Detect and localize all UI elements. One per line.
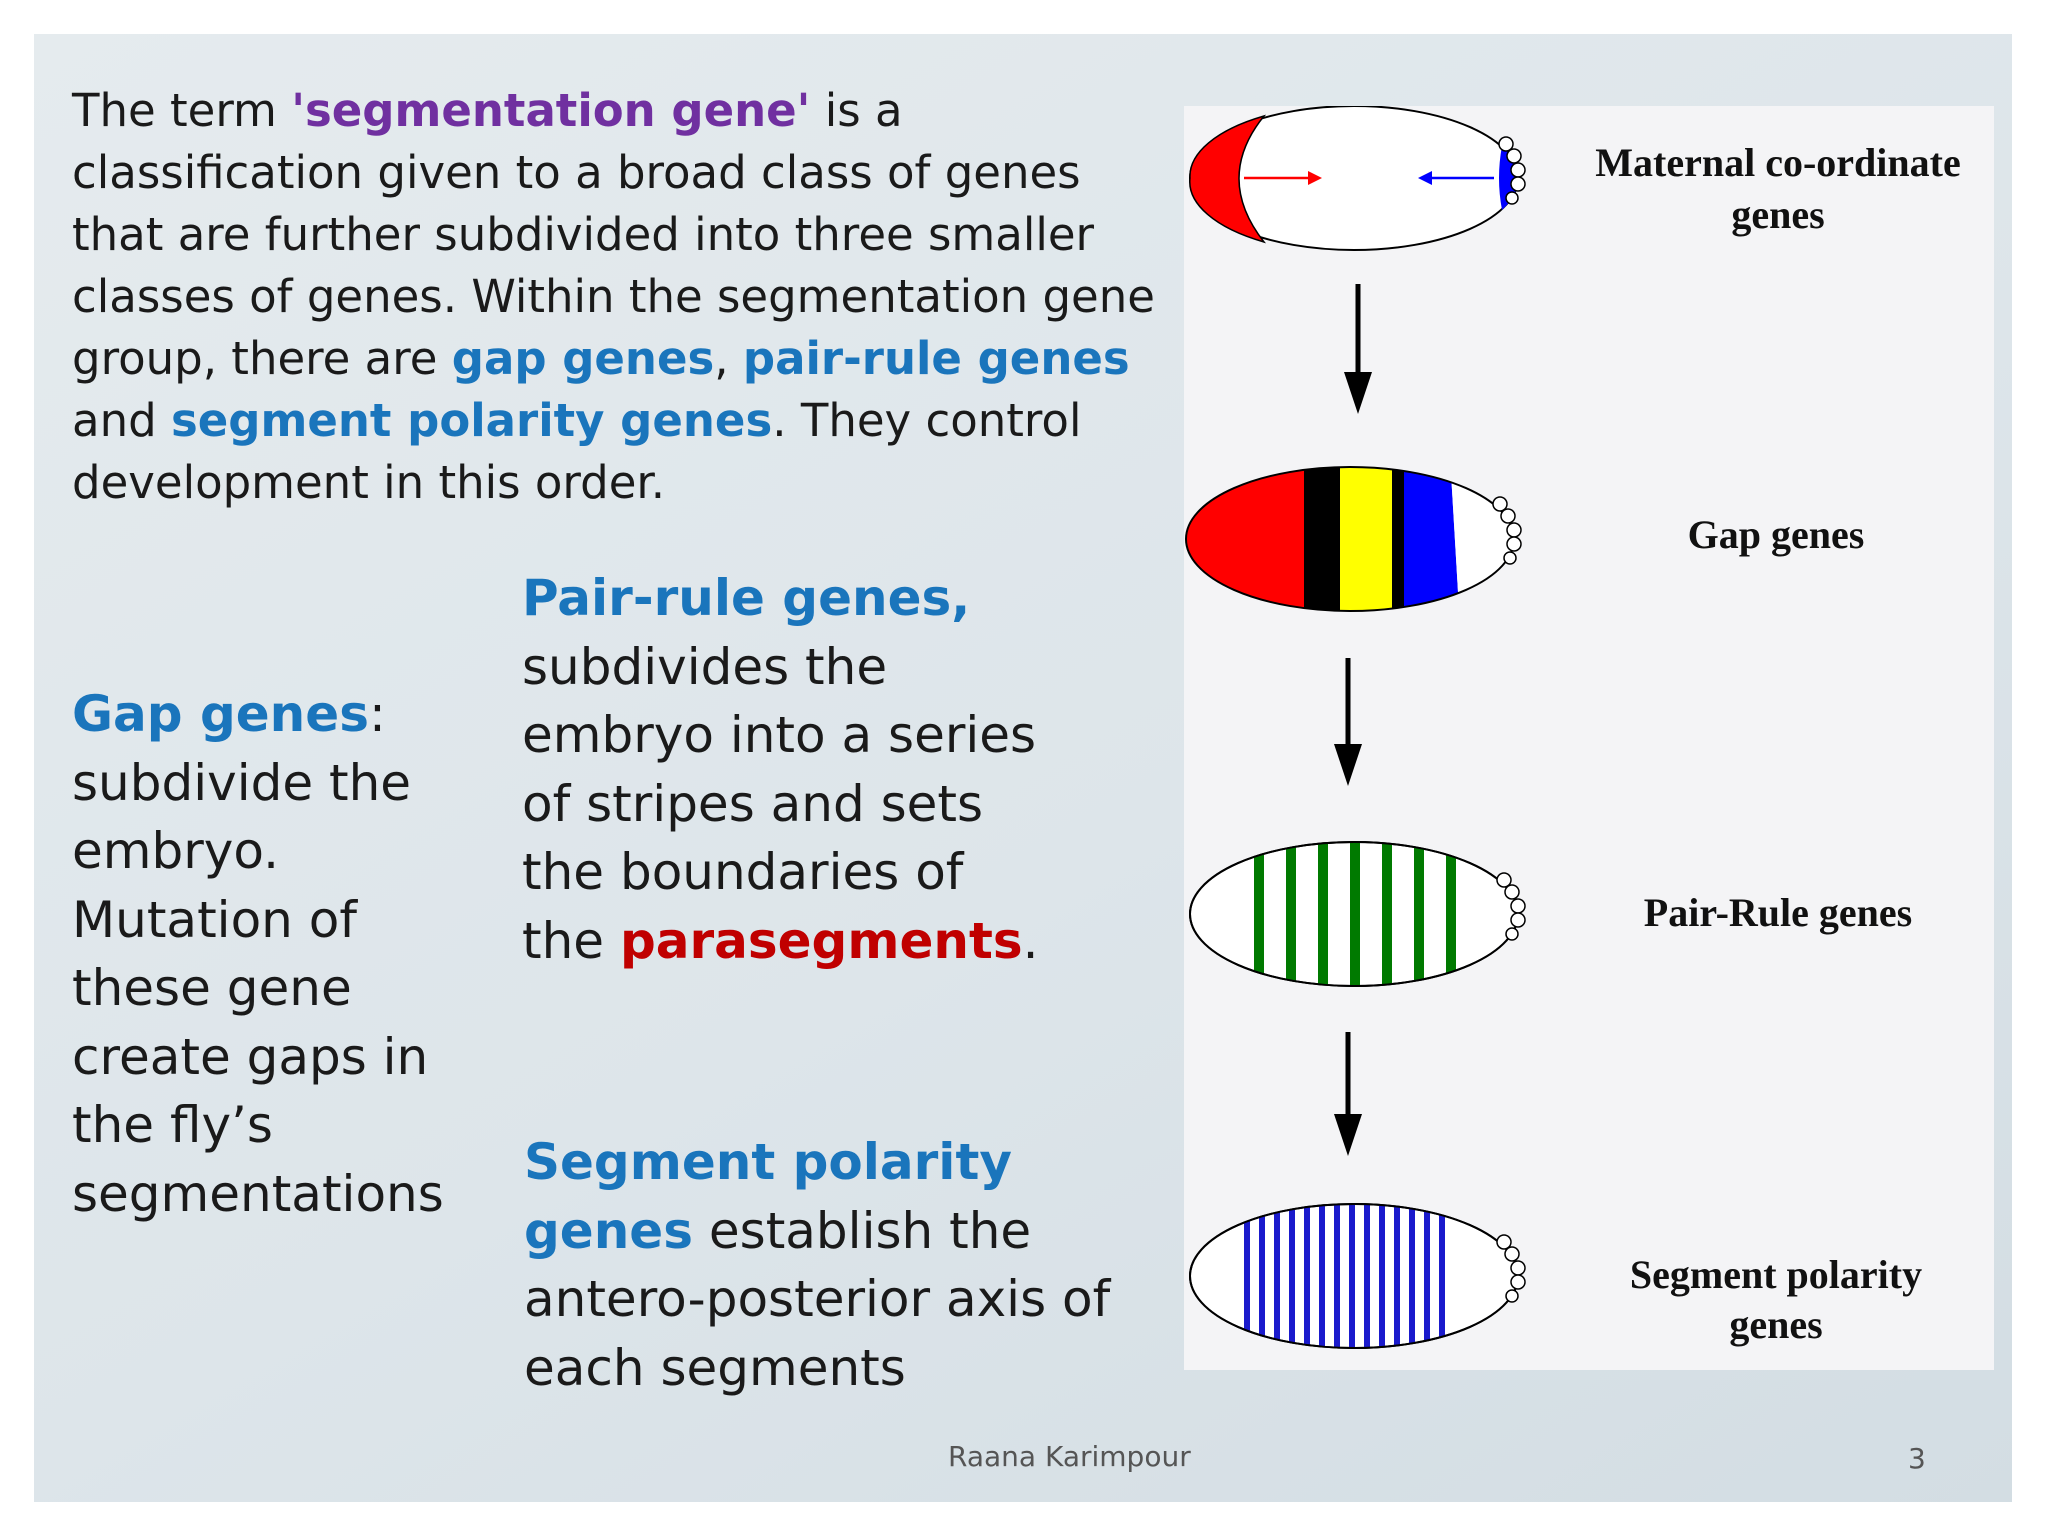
maternal-embryo	[1189, 106, 1526, 251]
pole-cells	[1498, 136, 1526, 205]
gap-genes-embryo	[1185, 466, 1522, 612]
pole-cells	[1496, 872, 1526, 941]
pole-cells	[1492, 496, 1522, 565]
down-arrow-1	[1344, 284, 1372, 414]
parasegments-term: parasegments	[619, 911, 1023, 970]
gap-genes-term: gap genes	[451, 332, 715, 385]
label-pair-rule-genes: Pair-Rule genes	[1644, 890, 1912, 935]
pole-cells	[1496, 1234, 1526, 1303]
segment-polarity-heading: Segment polarity genes	[524, 1133, 1012, 1260]
label-segment-polarity-line1: Segment polarity	[1630, 1252, 1922, 1297]
slide: The term 'segmentation gene' is a classi…	[34, 34, 2012, 1502]
pair-rule-description: Pair-rule genes,subdivides the embryo in…	[522, 569, 1039, 970]
gap-genes-description: Gap genes:subdivide the embryo. Mutation…	[72, 685, 444, 1223]
label-maternal-line1: Maternal co-ordinate	[1595, 140, 1960, 185]
footer-author: Raana Karimpour	[948, 1440, 1191, 1473]
page-number: 3	[1908, 1442, 1926, 1475]
pair-rule-heading: Pair-rule genes,	[522, 569, 971, 627]
segment-polarity-genes-term: segment polarity genes	[170, 394, 773, 447]
segment-polarity-description: Segment polarity genes establish the ant…	[524, 1133, 1111, 1397]
label-maternal-line2: genes	[1731, 192, 1824, 237]
label-gap-genes: Gap genes	[1688, 512, 1865, 557]
gap-genes-heading: Gap genes	[72, 685, 369, 743]
down-arrow-3	[1334, 1032, 1362, 1156]
pair-rule-genes-term: pair-rule genes	[742, 332, 1130, 385]
intro-paragraph: The term 'segmentation gene' is a classi…	[72, 84, 1155, 509]
pair-rule-embryo	[1189, 841, 1526, 987]
label-segment-polarity-line2: genes	[1729, 1302, 1822, 1347]
segmentation-cascade-figure: Maternal co-ordinate genes Gap genes Pai…	[1184, 106, 1994, 1370]
segment-polarity-embryo	[1189, 1203, 1526, 1349]
segmentation-gene-term: 'segmentation gene'	[291, 84, 811, 137]
anterior-red-gradient	[1189, 114, 1267, 244]
down-arrow-2	[1334, 658, 1362, 786]
